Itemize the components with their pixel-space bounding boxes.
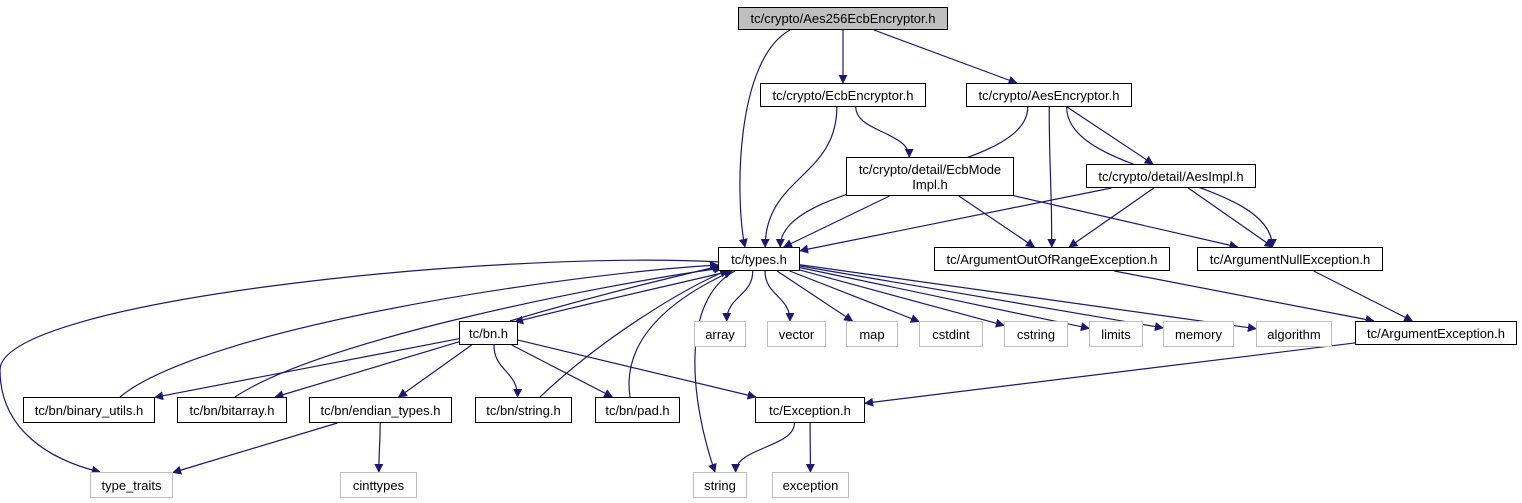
node-cstdint[interactable]: cstdint — [919, 321, 983, 347]
node-argument-exception[interactable]: tc/ArgumentException.h — [1355, 321, 1517, 345]
edge-ecbmode-to-argnull — [1013, 195, 1239, 250]
node-ecb-mode-impl-line: tc/crypto/detail/EcbMode — [858, 161, 1002, 177]
edge-types-to-limits — [799, 267, 1090, 332]
node-aes-impl[interactable]: tc/crypto/detail/AesImpl.h — [1086, 164, 1256, 188]
edge-root-to-types — [738, 29, 791, 248]
edge-aesimpl-to-argoor — [1068, 187, 1155, 248]
edge-aesimpl-to-types — [799, 187, 1112, 254]
node-aes256-ecb-encryptor[interactable]: tc/crypto/Aes256EcbEncryptor.h — [738, 7, 948, 30]
edge-aesimpl-to-argnull — [1187, 187, 1274, 248]
node-cstring[interactable]: cstring — [1004, 321, 1068, 347]
node-bitarray[interactable]: tc/bn/bitarray.h — [177, 397, 287, 423]
edge-ecbenc-to-ecbmode — [855, 106, 914, 158]
edge-binutils-to-types — [119, 260, 719, 398]
edge-types-to-memory — [799, 265, 1164, 332]
edge-argoor-to-argexc — [1114, 270, 1375, 324]
node-ecb-encryptor[interactable]: tc/crypto/EcbEncryptor.h — [760, 83, 926, 107]
node-tc-exception[interactable]: tc/Exception.h — [755, 397, 865, 423]
node-algorithm[interactable]: algorithm — [1256, 321, 1332, 347]
edge-types-to-bn — [514, 269, 736, 325]
node-bn[interactable]: tc/bn.h — [459, 321, 518, 345]
edge-bn-to-binutils — [154, 338, 460, 401]
node-ecb-mode-impl-line: Impl.h — [912, 176, 948, 192]
edge-argexc-to-exception — [864, 342, 1356, 407]
edge-ecbmode-to-argoor — [958, 195, 1035, 248]
edge-bn-to-pad — [511, 344, 614, 398]
node-argument-null-exception[interactable]: tc/ArgumentNullException.h — [1197, 247, 1383, 271]
node-type-traits[interactable]: type_traits — [90, 472, 173, 498]
node-string[interactable]: string — [693, 472, 747, 498]
edge-types-to-cstdint — [789, 270, 920, 323]
edge-pad-to-types — [628, 270, 733, 398]
node-vector[interactable]: vector — [767, 321, 826, 347]
node-limits[interactable]: limits — [1089, 321, 1143, 347]
node-types[interactable]: tc/types.h — [718, 247, 800, 271]
node-bn-string[interactable]: tc/bn/string.h — [475, 397, 572, 423]
node-endian-types[interactable]: tc/bn/endian_types.h — [309, 397, 452, 423]
edge-bnstring-to-types — [539, 268, 729, 398]
node-memory[interactable]: memory — [1163, 321, 1234, 347]
edge-ecbmode-to-types — [783, 195, 890, 248]
edge-types-to-string — [694, 270, 736, 473]
edge-exception-to-string — [731, 422, 795, 473]
edge-bitarray-to-types — [234, 264, 723, 398]
node-exception[interactable]: exception — [772, 472, 849, 498]
edge-root-to-aesenc — [873, 29, 1018, 85]
edge-types-to-map — [776, 270, 854, 322]
edge-endian-to-cinttypes — [374, 422, 384, 473]
node-aes-encryptor[interactable]: tc/crypto/AesEncryptor.h — [966, 83, 1132, 107]
edge-bn-to-bnstring — [493, 344, 523, 398]
node-cinttypes[interactable]: cinttypes — [340, 472, 417, 498]
edge-argnull-to-argexc — [1313, 270, 1414, 322]
node-array[interactable]: array — [694, 321, 746, 347]
edge-aesenc-to-argoor — [1047, 106, 1057, 248]
edge-types-to-cstring — [799, 269, 1005, 328]
edge-ecbenc-to-types — [760, 106, 838, 248]
edge-bn-to-endian — [398, 344, 473, 398]
node-map[interactable]: map — [846, 321, 898, 347]
edge-endian-to-typetraits — [172, 422, 338, 475]
edge-aesenc-to-aesimpl — [1066, 106, 1154, 165]
edge-types-to-array — [722, 270, 754, 322]
node-pad[interactable]: tc/bn/pad.h — [595, 397, 680, 423]
edge-bn-to-bitarray — [274, 341, 460, 399]
node-binary-utils[interactable]: tc/bn/binary_utils.h — [23, 397, 155, 423]
edge-bn-to-exception — [517, 339, 757, 400]
edge-types-to-typetraits — [0, 259, 721, 475]
node-argument-out-of-range-exception[interactable]: tc/ArgumentOutOfRangeException.h — [934, 247, 1170, 271]
edge-types-to-algorithm — [799, 264, 1257, 333]
edge-types-to-vector — [764, 270, 795, 322]
